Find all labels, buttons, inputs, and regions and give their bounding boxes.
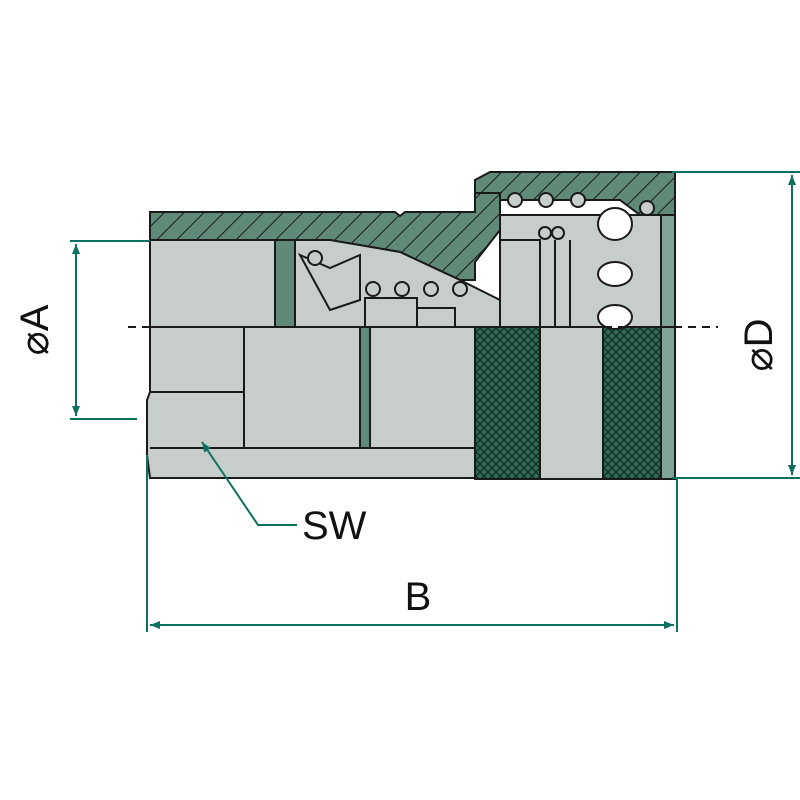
lock-ball-1 — [597, 207, 633, 241]
spring-ball-2 — [538, 192, 554, 208]
ball-2 — [365, 281, 381, 297]
label-wrench-size: SW — [302, 504, 367, 548]
dimensions — [70, 171, 800, 632]
knurl-band-right — [602, 326, 662, 480]
sleeve-end-lower — [660, 326, 676, 480]
spring-ball-5 — [538, 226, 552, 240]
sw-leader — [201, 441, 297, 526]
ball-1 — [307, 250, 323, 266]
inner-ring — [274, 239, 296, 328]
lock-ball-3 — [597, 304, 633, 330]
knurl-band-left — [474, 326, 541, 480]
spring-ball-1 — [507, 192, 523, 208]
valve-seat — [364, 297, 418, 328]
label-diameter-d: ⌀D — [737, 319, 781, 372]
spring-ball-6 — [551, 226, 565, 240]
valve-poppet — [297, 252, 361, 312]
groove-ring — [359, 326, 371, 449]
spring-ball-3 — [570, 192, 586, 208]
sleeve-end-upper — [660, 214, 676, 328]
lock-ball-2 — [597, 261, 633, 287]
bore — [149, 239, 276, 328]
label-diameter-a: ⌀A — [13, 304, 57, 355]
spring-ball-4 — [639, 200, 655, 216]
valve-stem — [416, 307, 456, 328]
ball-3 — [394, 281, 410, 297]
locking-collar — [499, 239, 541, 328]
body-lower-view — [146, 326, 476, 479]
label-length-b: B — [405, 575, 432, 619]
coupling-body — [146, 171, 676, 480]
ball-4 — [423, 281, 439, 297]
ball-5 — [452, 281, 468, 297]
